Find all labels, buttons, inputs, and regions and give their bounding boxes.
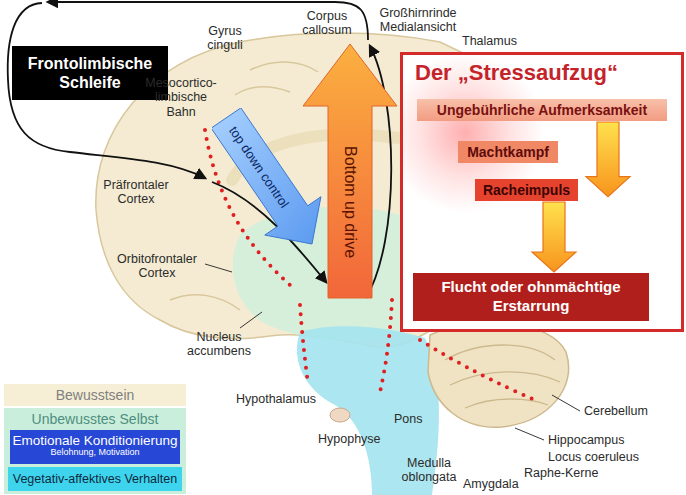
node-heading: Machtkampf (464, 144, 552, 160)
part-label: Hypothalamus (236, 392, 316, 406)
legend-swatch: Bewusstsein (4, 384, 186, 406)
stage-box: Ungebührliche Aufmerksamkeit (417, 99, 667, 121)
stage-box: Racheimpuls (475, 179, 578, 201)
gyrus-line (170, 295, 240, 310)
part-label: Medulla oblongata (397, 456, 461, 485)
block-arrow (586, 122, 630, 197)
part-label: Locus coeruleus (548, 450, 639, 464)
stress-elevator-panel: Ungebührliche AufmerksamkeitMachtkampfRa… (400, 52, 684, 332)
legend-swatch: Emotionale KonditionierungBelohnung, Mot… (10, 430, 180, 464)
part-label: Pons (394, 412, 423, 426)
legend-subtext: Belohnung, Motivation (10, 448, 180, 458)
part-label: Orbitofrontaler Cortex (112, 252, 202, 281)
node-heading: Racheimpuls (481, 182, 572, 198)
stage-box: Machtkampf (458, 141, 558, 163)
bottom-up-arrow: Bottom up drive (300, 42, 400, 300)
node-heading: Flucht oder ohnmächtige Erstarrung (421, 278, 641, 316)
gyrus-line (235, 87, 290, 95)
part-label: Amygdala (463, 477, 519, 491)
part-label: Raphe-Kerne (524, 466, 598, 480)
orange-arrow-body (303, 44, 397, 298)
node-heading: Bottom up drive (341, 146, 359, 258)
part-label: Hippocampus (548, 433, 624, 447)
node-heading: Der „Stressaufzug“ (403, 55, 681, 86)
cerebellum-shape (428, 322, 569, 427)
node-heading: Frontolimbische Schleife (20, 54, 160, 92)
blue-arrow-body (212, 108, 321, 244)
part-label: Großhirnrinde Medialansicht (372, 6, 464, 35)
loop-title-box: Frontolimbische Schleife (12, 46, 168, 100)
block-arrow (532, 202, 576, 272)
legend-swatch: Vegetativ-affektives Verhalten (8, 467, 182, 491)
part-label: Mesocortico-limbische Bahn (140, 76, 222, 119)
part-label: Corpus callosum (298, 9, 356, 38)
node-heading: Ungebührliche Aufmerksamkeit (423, 102, 661, 118)
part-label: Gyrus cinguli (200, 24, 250, 53)
gyrus-line (250, 62, 318, 72)
stage-box: Flucht oder ohnmächtige Erstarrung (413, 273, 649, 321)
limbic-region (233, 207, 400, 340)
legend-text: Unbewusstes Selbst (4, 408, 186, 427)
part-label: Nucleus accumbens (186, 330, 252, 359)
top-down-arrow: top down control (212, 108, 324, 250)
legend-text: Vegetativ-affektives Verhalten (8, 467, 182, 491)
part-label: Hypophyse (318, 432, 381, 446)
legend-text: Emotionale Konditionierung (10, 430, 180, 448)
pituitary (330, 408, 350, 422)
part-label: Thalamus (462, 34, 517, 48)
part-label: Präfrontaler Cortex (96, 178, 176, 207)
cerebellum-folia (445, 345, 560, 408)
legend-text: Bewusstsein (4, 384, 186, 406)
part-label: Cerebellum (584, 404, 648, 418)
